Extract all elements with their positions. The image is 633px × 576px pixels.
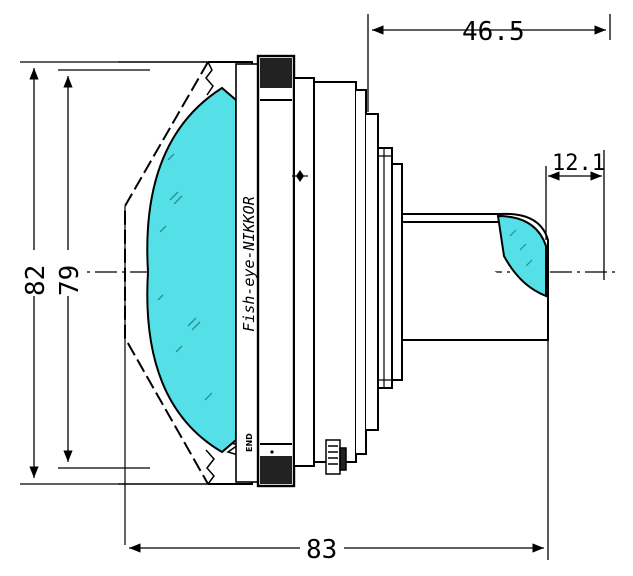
end-mark: END xyxy=(245,433,254,452)
glass-reflection-marks xyxy=(157,153,213,401)
dim-rear-protrusion-label: 12.1 xyxy=(552,151,605,176)
barrel-body xyxy=(293,77,367,467)
lens-engraving: Fish-eye-NIKKOR xyxy=(240,196,258,331)
dim-flange-depth xyxy=(367,14,611,112)
dim-outer-diameter-label: 82 xyxy=(21,265,51,296)
dim-overall-length-label: 83 xyxy=(306,535,337,565)
bayonet-mount xyxy=(366,113,403,431)
dim-front-diameter-label: 79 xyxy=(55,265,85,296)
dim-flange-depth-label: 46.5 xyxy=(462,17,525,47)
dim-rear-protrusion xyxy=(545,150,605,280)
rear-glass-marks xyxy=(509,229,533,267)
front-glass-element xyxy=(146,86,237,454)
aperture-ring xyxy=(256,54,296,488)
end-dot xyxy=(270,450,274,454)
lock-button xyxy=(325,439,347,475)
